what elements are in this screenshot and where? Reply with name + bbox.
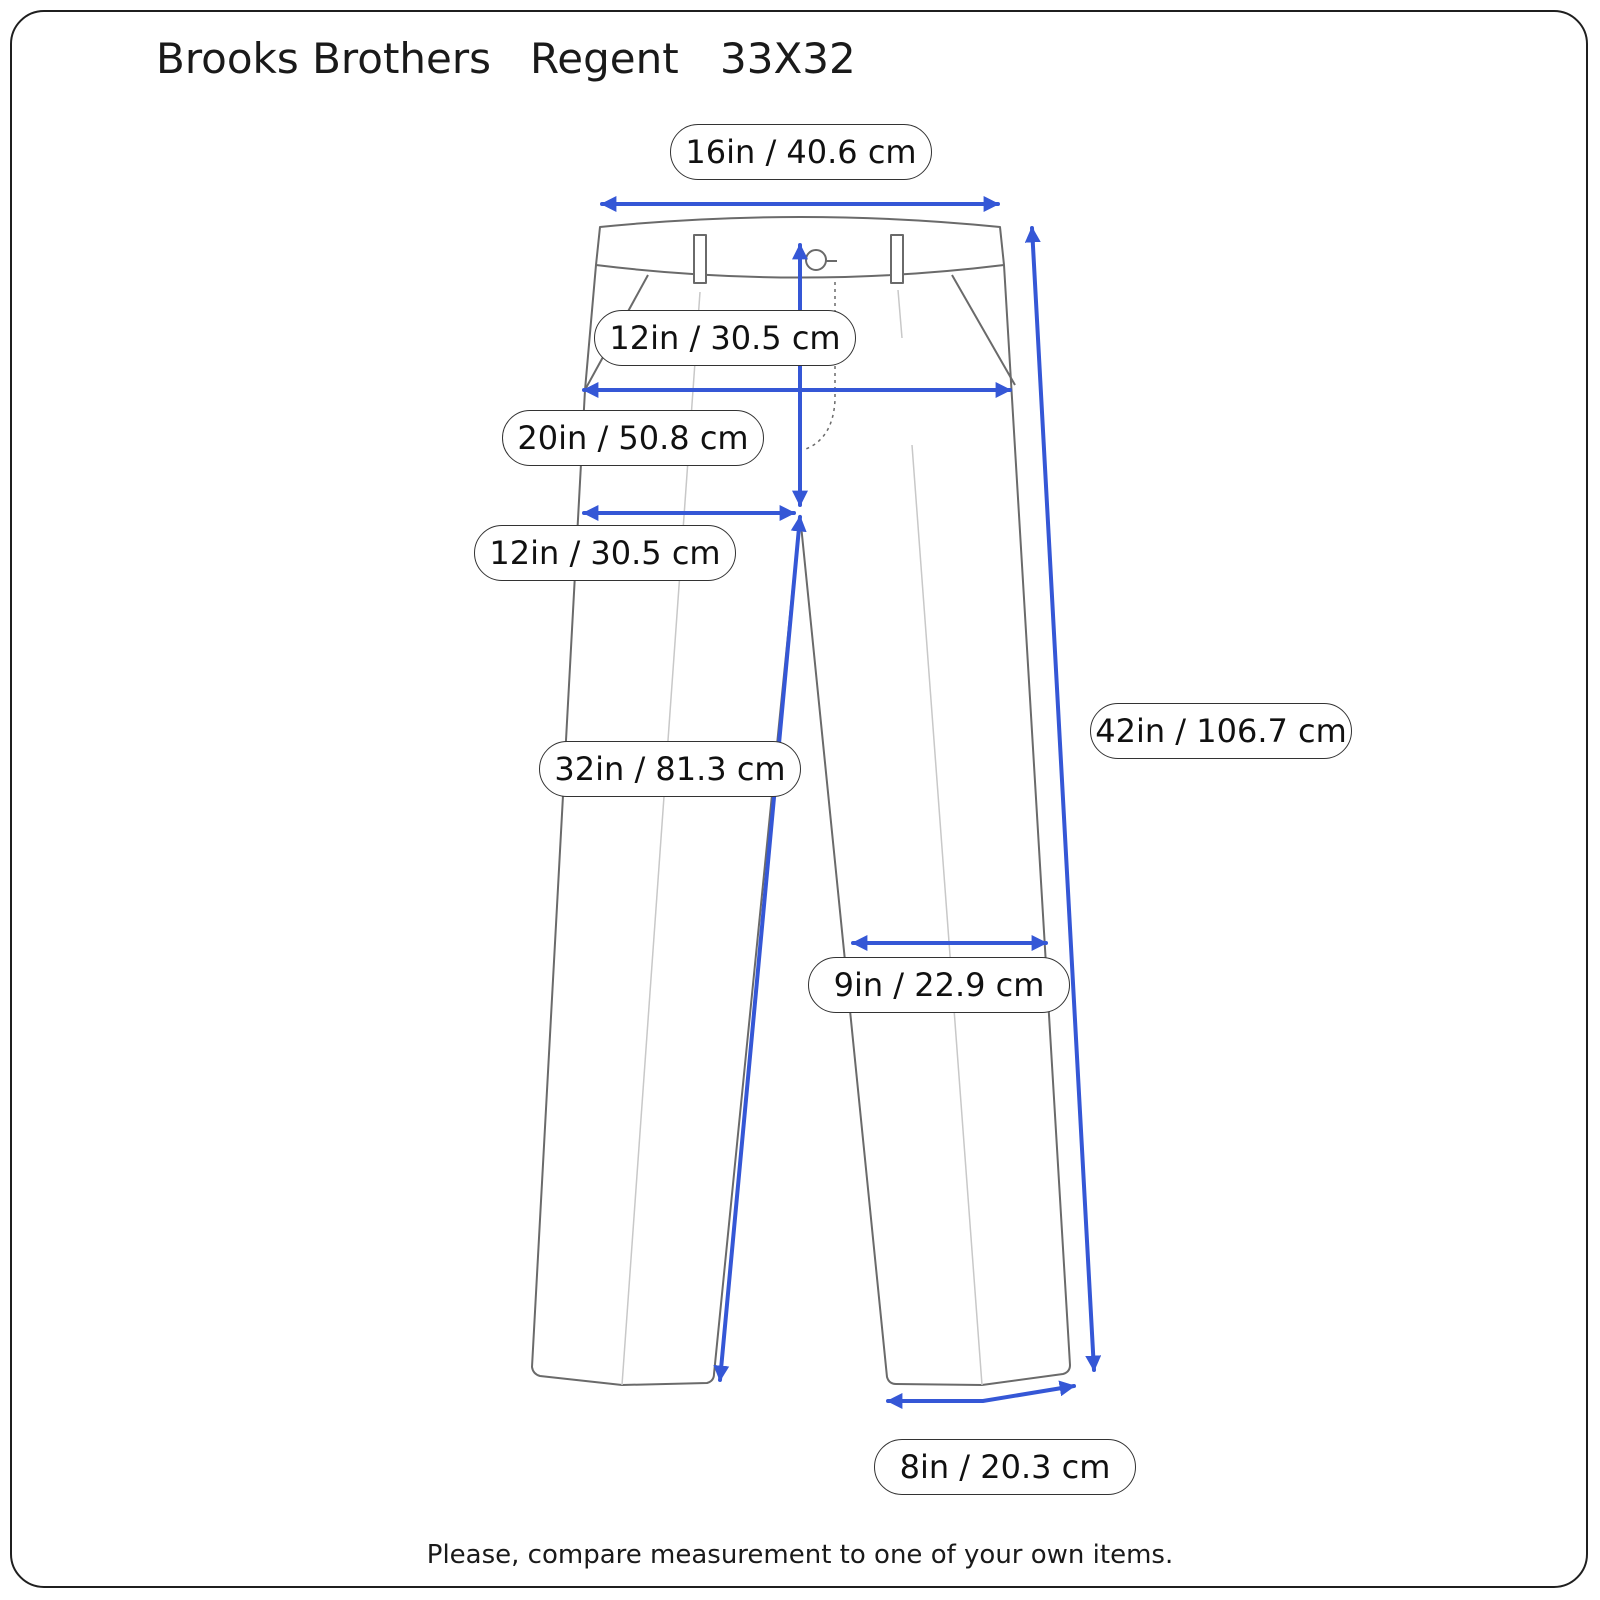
leg-opening-measurement-label: 8in / 20.3 cm — [874, 1439, 1136, 1495]
model-name: Regent — [530, 34, 679, 83]
knee-measurement-label: 9in / 22.9 cm — [808, 957, 1070, 1013]
pocket-right — [951, 274, 1016, 386]
waist-measurement-label: 16in / 40.6 cm — [670, 124, 932, 180]
inseam-arrow — [713, 515, 807, 1382]
crease-upper-right — [897, 289, 903, 339]
measurement-arrows — [582, 196, 1102, 1409]
crease-right — [911, 444, 983, 1386]
inseam-measurement-label: 32in / 81.3 cm — [539, 741, 801, 797]
front-rise-measurement-label: 12in / 30.5 cm — [594, 310, 856, 366]
size-label: 33X32 — [720, 34, 856, 83]
belt-loop-left — [693, 234, 707, 284]
crease-lines — [621, 289, 983, 1386]
hip-measurement-label: 20in / 50.8 cm — [502, 410, 764, 466]
leg-opening-arrow — [886, 1380, 1076, 1409]
waist-button — [805, 249, 827, 271]
footer-note: Please, compare measurement to one of yo… — [426, 1540, 1174, 1570]
outseam-measurement-label: 42in / 106.7 cm — [1090, 703, 1352, 759]
thigh-measurement-label: 12in / 30.5 cm — [474, 525, 736, 581]
crease-left — [621, 291, 701, 1386]
outseam-arrow — [1024, 226, 1102, 1372]
belt-loop-right — [890, 234, 904, 284]
brand-name: Brooks Brothers — [156, 34, 492, 83]
outline-right-leg — [799, 264, 1071, 1386]
fly-stitch — [802, 282, 836, 451]
